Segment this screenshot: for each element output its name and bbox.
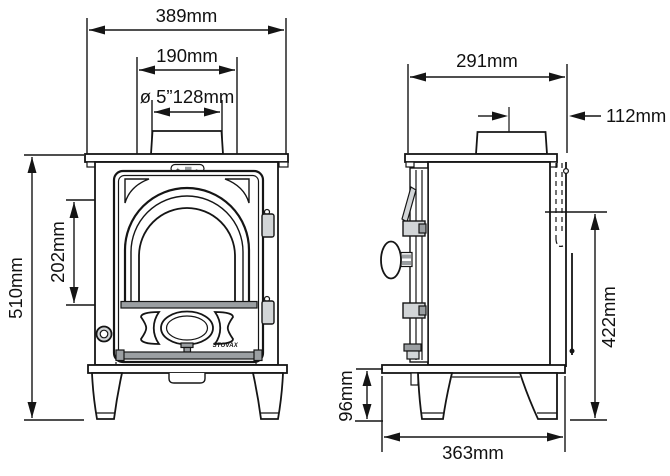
door-bottom-ledge <box>115 349 263 362</box>
door-bracket-left <box>140 311 161 345</box>
arrowhead <box>219 65 235 75</box>
ledge-cap-left <box>115 349 125 362</box>
arrowhead <box>590 402 600 418</box>
door-hinge-top <box>261 208 275 238</box>
flue-collar-side <box>475 131 548 155</box>
brand-logo: STOVAX <box>213 343 239 349</box>
ledge-cap-right <box>253 349 263 362</box>
ash-knob <box>95 325 113 343</box>
dim-rear-flue-height: 422mm <box>545 211 619 421</box>
arrowhead <box>27 402 37 418</box>
arrowhead <box>69 287 79 303</box>
rear-rod <box>569 253 575 355</box>
dim-overall-height-label: 510mm <box>5 257 26 319</box>
arrowhead <box>139 65 155 75</box>
dim-overall-height: 510mm <box>5 154 84 421</box>
dim-inner-width-label: 190mm <box>156 45 218 66</box>
dim-flue-diameter: ø 5”128mm <box>140 86 235 154</box>
front-view: 389mm 190mm ø 5”128mm 202mm <box>5 5 289 421</box>
stove-body-side <box>427 161 551 366</box>
front-leg-right <box>251 372 284 420</box>
dim-base-depth: 363mm <box>381 376 566 463</box>
stove-top-plate-front <box>84 153 289 163</box>
dim-overall-width: 389mm <box>86 5 287 154</box>
door-bracket-right <box>213 311 234 345</box>
dim-flue-offset: 112mm <box>478 105 666 126</box>
door-glass <box>138 207 236 303</box>
side-leg-front <box>417 372 454 420</box>
door-corner-right <box>224 178 250 204</box>
ash-catch-hook <box>410 372 419 386</box>
base-plate-side <box>381 364 566 374</box>
arrowhead <box>410 72 426 82</box>
dim-glass-height-label: 202mm <box>47 221 68 283</box>
door-hinge-bottom <box>261 295 275 325</box>
rear-heat-shield <box>562 162 569 367</box>
dim-top-depth-label: 291mm <box>456 50 518 71</box>
arrowhead <box>547 432 563 442</box>
base-handle-tab <box>168 373 206 384</box>
oval-catch-lower <box>183 346 192 353</box>
door-knob-side <box>380 240 413 280</box>
front-leg-left <box>91 372 124 420</box>
flue-collar-front <box>150 130 224 155</box>
dim-leg-height: 96mm <box>335 368 383 422</box>
side-leg-rear <box>518 372 558 420</box>
arrowhead <box>154 107 170 117</box>
shield-fixing <box>562 168 569 175</box>
dim-overall-width-label: 389mm <box>156 5 218 26</box>
arrowhead <box>89 25 105 35</box>
door-foot-blocks <box>403 343 422 360</box>
arrowhead <box>69 202 79 218</box>
hinge-bottom-side <box>402 302 427 319</box>
arrowhead <box>204 107 220 117</box>
door-lower-panel: STOVAX <box>140 310 239 353</box>
arrowhead <box>384 432 400 442</box>
dim-leg-height-label: 96mm <box>335 370 356 421</box>
hidden-flue-outlet <box>555 163 564 247</box>
air-slider-icon <box>185 166 192 171</box>
hinge-top-side <box>402 220 427 237</box>
arrowhead <box>549 72 565 82</box>
dim-flue-diameter-label: ø 5”128mm <box>140 86 235 107</box>
dim-top-depth: 291mm <box>407 50 568 153</box>
arrowhead <box>27 157 37 173</box>
dim-base-depth-label: 363mm <box>442 442 504 463</box>
dim-flue-offset-label: 112mm <box>606 105 666 126</box>
side-view: 291mm 112mm <box>335 50 666 463</box>
arrowhead <box>590 214 600 230</box>
top-plate-end-right <box>278 161 289 168</box>
side-plate-end-front <box>405 161 415 168</box>
stove-top-plate-side <box>404 153 558 163</box>
arrowhead <box>362 371 372 386</box>
arrowhead <box>492 111 508 121</box>
door-arch <box>123 186 251 303</box>
arrowhead <box>268 25 284 35</box>
fuel-retainer-bar <box>120 300 258 309</box>
arrowhead <box>362 404 372 419</box>
oval-catch <box>180 342 194 349</box>
door-corner-left <box>124 178 150 204</box>
dim-rear-flue-height-label: 422mm <box>598 286 619 348</box>
arrowhead <box>569 111 585 121</box>
base-plate-front <box>87 364 288 374</box>
